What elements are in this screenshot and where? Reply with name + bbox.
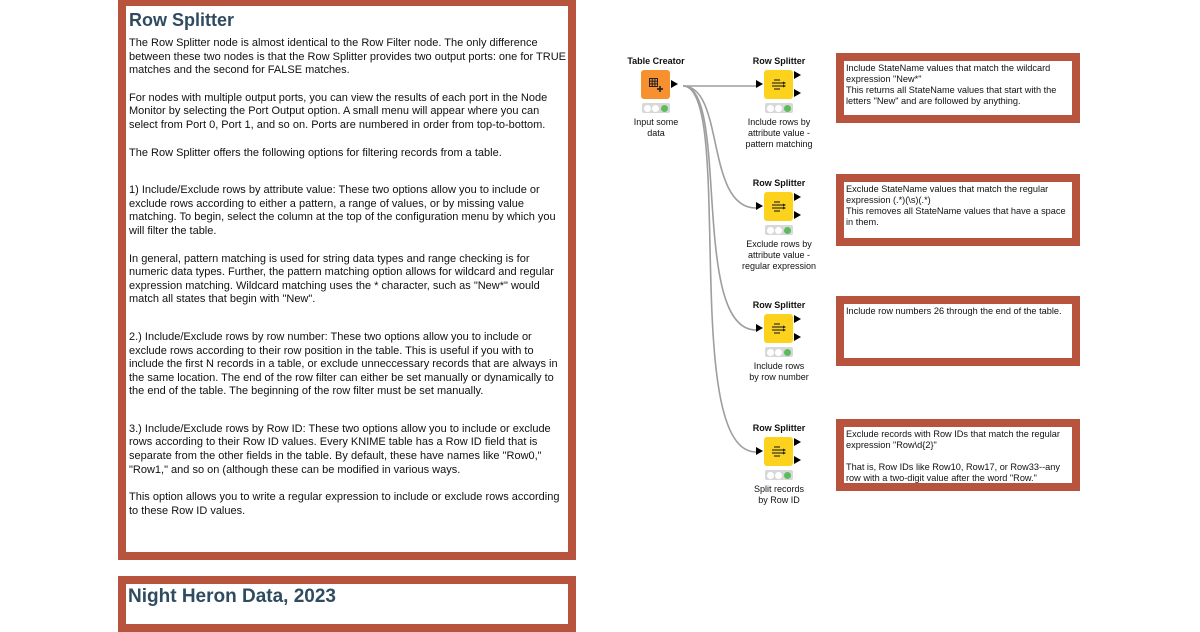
note-text: This returns all StateName values that s… <box>846 85 1057 106</box>
row-splitter-node-icon[interactable] <box>764 437 793 466</box>
node-status-traffic-light <box>765 225 793 235</box>
row-splitter-icon <box>771 200 786 212</box>
node-row-splitter-row-id[interactable]: Row Splitter Split records by Row ID <box>729 422 829 506</box>
input-port[interactable] <box>756 202 763 210</box>
node-title: Table Creator <box>627 56 685 66</box>
note-text: That is, Row IDs like Row10, Row17, or R… <box>846 462 1060 483</box>
note-text: Exclude StateName values that match the … <box>846 184 1049 205</box>
row-splitter-icon <box>771 322 786 334</box>
annotation-paragraph: For nodes with multiple output ports, yo… <box>129 91 548 131</box>
annotation-paragraph: This option allows you to write a regula… <box>129 491 560 517</box>
note-annotation-wildcard[interactable]: Include StateName values that match the … <box>836 53 1080 123</box>
note-text: This removes all StateName values that h… <box>846 206 1066 227</box>
node-caption[interactable]: Exclude rows by attribute value - regula… <box>741 239 817 271</box>
table-creator-node-icon[interactable] <box>641 70 670 99</box>
connection-3 <box>682 85 757 331</box>
annotation-paragraph: 1) Include/Exclude rows by attribute val… <box>129 184 556 237</box>
table-plus-icon <box>648 77 663 92</box>
output-port-true[interactable] <box>794 438 801 446</box>
output-port-false[interactable] <box>794 333 801 341</box>
node-caption[interactable]: Include rows by row number <box>749 361 809 382</box>
annotation-paragraph: The Row Splitter node is almost identica… <box>129 37 566 77</box>
output-port-true[interactable] <box>794 193 801 201</box>
annotation-title: Night Heron Data, 2023 <box>128 586 336 607</box>
node-caption[interactable]: Split records by Row ID <box>753 484 805 505</box>
node-status-traffic-light <box>765 347 793 357</box>
node-row-splitter-regex[interactable]: Row Splitter Exclude rows by attribute v… <box>729 177 829 272</box>
row-splitter-node-icon[interactable] <box>764 192 793 221</box>
node-status-traffic-light <box>642 103 670 113</box>
node-caption[interactable]: Input some data <box>633 117 679 138</box>
output-port-true[interactable] <box>794 315 801 323</box>
row-splitter-annotation[interactable]: Row Splitter The Row Splitter node is al… <box>118 0 576 560</box>
output-port-false[interactable] <box>794 211 801 219</box>
note-text: Exclude records with Row IDs that match … <box>846 429 1060 450</box>
row-splitter-node-icon[interactable] <box>764 70 793 99</box>
annotation-paragraph: 3.) Include/Exclude rows by Row ID: Thes… <box>129 422 551 476</box>
input-port[interactable] <box>756 80 763 88</box>
note-text: Include row numbers 26 through the end o… <box>846 306 1062 316</box>
note-text: Include StateName values that match the … <box>846 63 1051 84</box>
row-splitter-icon <box>771 78 786 90</box>
node-status-traffic-light <box>765 470 793 480</box>
node-title: Row Splitter <box>752 178 806 188</box>
row-splitter-icon <box>771 445 786 457</box>
annotation-paragraph: The Row Splitter offers the following op… <box>129 146 502 159</box>
note-annotation-row-id[interactable]: Exclude records with Row IDs that match … <box>836 419 1080 491</box>
input-port[interactable] <box>756 324 763 332</box>
night-heron-annotation[interactable]: Night Heron Data, 2023 <box>118 576 576 632</box>
output-port-true[interactable] <box>794 71 801 79</box>
output-port-false[interactable] <box>794 89 801 97</box>
connection-2 <box>682 85 757 209</box>
node-row-splitter-row-number[interactable]: Row Splitter Include rows by row number <box>729 299 829 383</box>
node-row-splitter-pattern[interactable]: Row Splitter Include rows by attribute v… <box>729 55 829 150</box>
annotation-paragraph: 2.) Include/Exclude rows by row number: … <box>129 330 558 398</box>
node-caption[interactable]: Include rows by attribute value - patter… <box>745 117 813 149</box>
input-port[interactable] <box>756 447 763 455</box>
annotation-paragraph: In general, pattern matching is used for… <box>129 252 554 306</box>
node-title: Row Splitter <box>752 423 806 433</box>
connection-4 <box>682 85 757 453</box>
output-port[interactable] <box>671 80 678 88</box>
row-splitter-node-icon[interactable] <box>764 314 793 343</box>
node-table-creator[interactable]: Table Creator Input some data <box>606 55 706 139</box>
note-annotation-row-number[interactable]: Include row numbers 26 through the end o… <box>836 296 1080 366</box>
node-title: Row Splitter <box>752 300 806 310</box>
annotation-title: Row Splitter <box>129 10 235 30</box>
node-title: Row Splitter <box>752 56 806 66</box>
note-annotation-regex[interactable]: Exclude StateName values that match the … <box>836 174 1080 246</box>
output-port-false[interactable] <box>794 456 801 464</box>
node-status-traffic-light <box>765 103 793 113</box>
